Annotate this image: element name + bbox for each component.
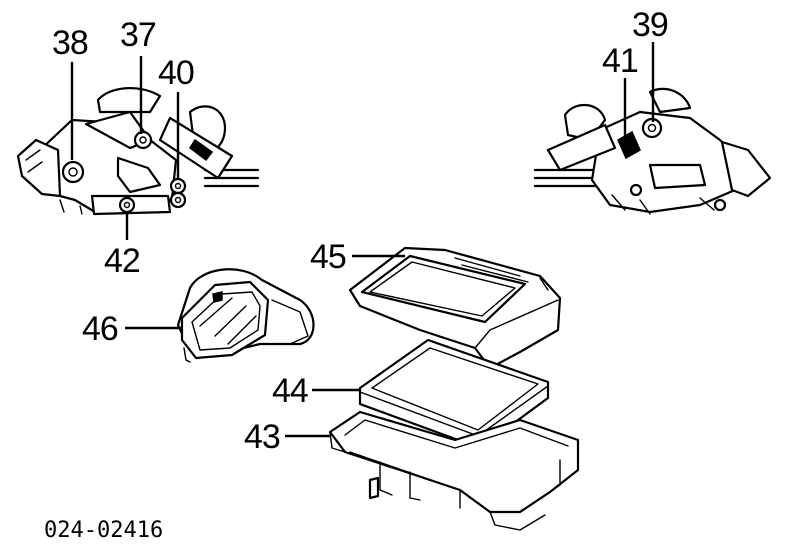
callout-38: 38 xyxy=(52,24,89,62)
callout-42: 42 xyxy=(104,242,141,280)
right-actuator-assembly xyxy=(533,42,772,215)
callout-45: 45 xyxy=(310,238,347,276)
left-actuator-assembly xyxy=(16,56,260,240)
part-45-upper-housing xyxy=(348,246,562,370)
part-46-intake-housing xyxy=(125,268,315,363)
callout-37: 37 xyxy=(120,16,157,54)
part-43-lower-housing xyxy=(285,410,580,531)
callout-39: 39 xyxy=(632,6,669,44)
document-code: 024-02416 xyxy=(44,518,164,543)
callout-41: 41 xyxy=(602,42,639,80)
callout-46: 46 xyxy=(82,310,119,348)
callout-40: 40 xyxy=(158,54,195,92)
callout-44: 44 xyxy=(272,372,309,410)
callout-43: 43 xyxy=(244,418,281,456)
